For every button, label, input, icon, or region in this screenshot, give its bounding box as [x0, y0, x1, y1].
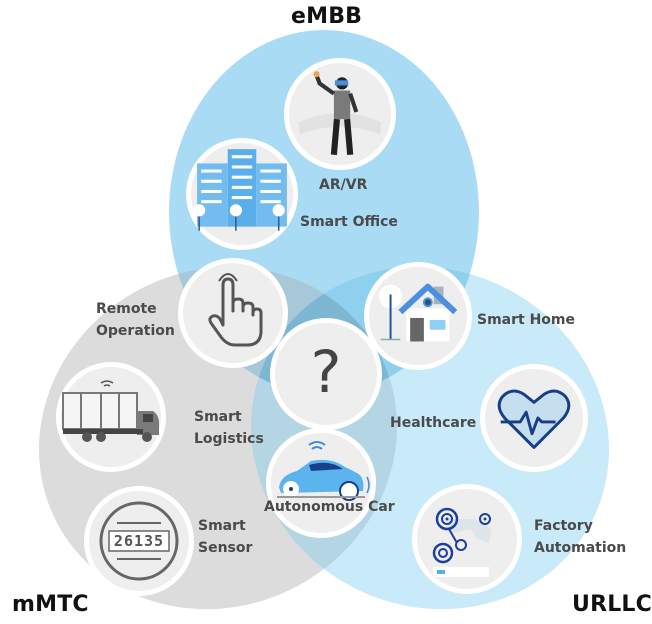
heart-pulse-icon — [497, 389, 571, 449]
meter-digits: 26135 — [113, 532, 165, 550]
node-smart-office — [186, 138, 298, 250]
label-smart-logistics-line1: Smart — [194, 409, 242, 425]
label-remote-operation-line1: Remote — [96, 301, 157, 317]
truck-icon — [62, 380, 159, 442]
node-healthcare — [480, 364, 588, 472]
house-icon — [378, 283, 458, 342]
label-arvr: AR/VR — [319, 177, 368, 193]
set-title-urllc: URLLC — [572, 592, 652, 617]
node-arvr — [284, 58, 396, 170]
meter-icon — [99, 501, 179, 581]
label-remote-operation-line2: Operation — [96, 323, 175, 339]
node-smart-logistics — [56, 362, 166, 472]
robot-arm-icon — [432, 507, 491, 577]
node-smart-sensor: 26135 — [84, 486, 194, 596]
node-center-unknown: ? — [270, 318, 382, 430]
label-smart-sensor-line1: Smart — [198, 518, 246, 534]
question-mark-icon: ? — [310, 338, 342, 406]
node-smart-home — [364, 262, 472, 370]
vr-headset-person-icon — [299, 71, 381, 156]
set-title-mmtc: mMTC — [12, 592, 89, 617]
label-smart-logistics-line2: Logistics — [194, 431, 264, 447]
node-remote-operation — [178, 258, 288, 368]
label-healthcare: Healthcare — [390, 415, 477, 431]
office-building-icon — [193, 149, 287, 231]
label-smart-sensor-line2: Sensor — [198, 540, 253, 556]
car-icon — [277, 441, 370, 501]
node-autonomous-car — [266, 428, 376, 538]
label-smart-office: Smart Office — [300, 214, 398, 230]
pointing-hand-icon — [208, 273, 263, 347]
node-factory-automation — [412, 484, 522, 594]
label-smart-home: Smart Home — [477, 312, 576, 328]
label-autonomous-car: Autonomous Car — [264, 499, 395, 515]
set-title-embb: eMBB — [291, 4, 363, 29]
label-factory-automation-line2: Automation — [534, 540, 627, 556]
label-factory-automation-line1: Factory — [534, 518, 593, 534]
